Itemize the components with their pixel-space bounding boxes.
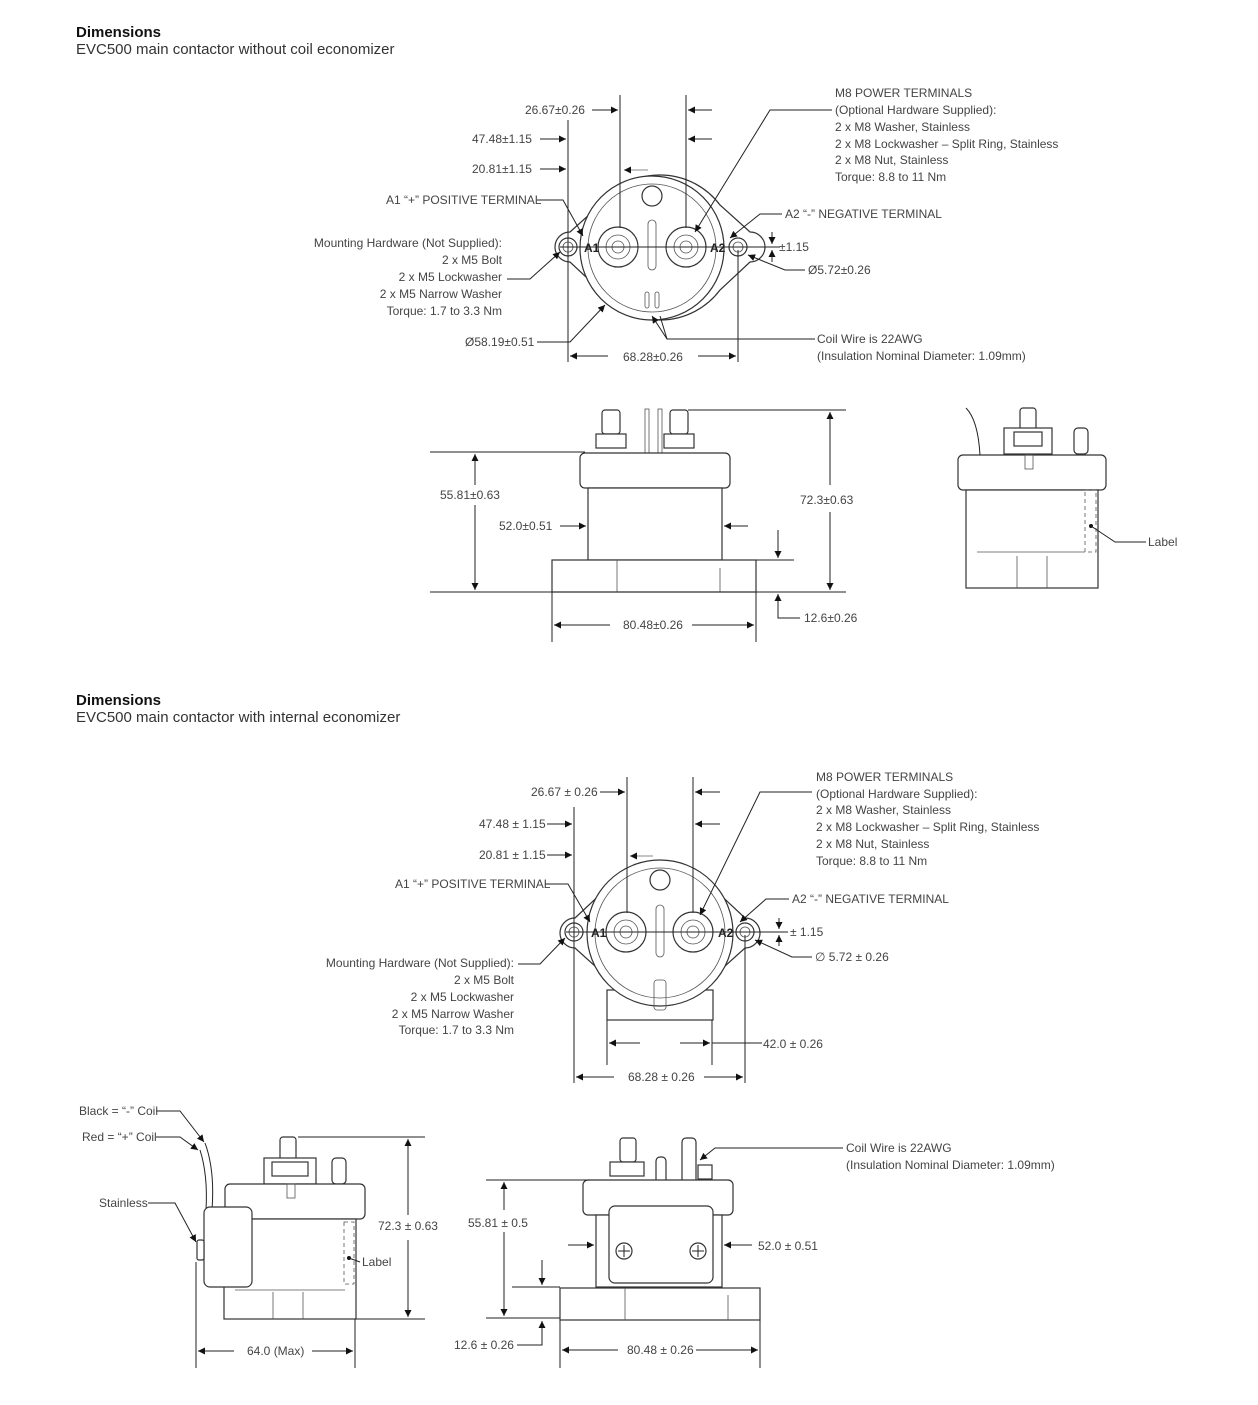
note-line: (Optional Hardware Supplied): <box>816 787 977 801</box>
s1-dim-height-body: 55.81±0.63 <box>440 488 500 502</box>
section2-title: Dimensions <box>76 692 162 709</box>
note-line: Torque: 1.7 to 3.3 Nm <box>387 304 502 318</box>
s2-dim-base-width: 80.48 ± 0.26 <box>627 1343 694 1357</box>
note-line: Mounting Hardware (Not Supplied): <box>326 956 514 970</box>
s2-side-label: Label <box>362 1255 391 1269</box>
s2-mounting-hardware-note: Mounting Hardware (Not Supplied): 2 x M5… <box>326 956 515 1037</box>
section1-header: Dimensions EVC500 main contactor without… <box>76 24 395 58</box>
s2-a1-text: A1 <box>591 926 607 940</box>
s1-side-view: Label <box>957 407 1177 589</box>
s1-front-view: 55.81±0.63 52.0±0.51 72.3±0.63 12.6±0.26… <box>430 408 858 642</box>
s1-coil-wire-2: (Insulation Nominal Diameter: 1.09mm) <box>817 349 1026 363</box>
note-line: 2 x M8 Washer, Stainless <box>835 120 970 134</box>
s1-dim-terminal-spacing: 26.67±0.26 <box>525 103 585 117</box>
s2-top-view: A1 A2 26.67 ± 0.26 47.48 ± 1.15 20.81 ± … <box>326 770 1040 1084</box>
s1-a2-text: A2 <box>710 241 726 255</box>
s2-a2-text: A2 <box>718 926 734 940</box>
s1-dim-a: 47.48±1.15 <box>472 132 532 146</box>
s1-a1-text: A1 <box>584 241 600 255</box>
s1-dim-base-width: 80.48±0.26 <box>623 618 683 632</box>
s2-dim-base-height: 12.6 ± 0.26 <box>454 1338 514 1352</box>
s1-dim-width: 68.28±0.26 <box>623 350 683 364</box>
s2-dim-terminal-spacing: 26.67 ± 0.26 <box>531 785 598 799</box>
section1-subtitle: EVC500 main contactor without coil econo… <box>76 41 395 58</box>
s2-dim-max-width: 64.0 (Max) <box>247 1344 304 1358</box>
s1-side-label: Label <box>1148 535 1177 549</box>
s1-side-body <box>965 489 1099 589</box>
note-line: 2 x M8 Washer, Stainless <box>816 803 951 817</box>
s1-front-body <box>587 487 723 561</box>
s1-dim-diameter: Ø58.19±0.51 <box>465 335 535 349</box>
s1-dim-tol: ±1.15 <box>779 240 809 254</box>
s2-a2-label: A2 “-” NEGATIVE TERMINAL <box>792 892 949 906</box>
s1-a2-label: A2 “-” NEGATIVE TERMINAL <box>785 207 942 221</box>
s2-side-economizer <box>203 1206 253 1288</box>
s2-coil-wire-1: Coil Wire is 22AWG <box>846 1141 952 1155</box>
s2-dim-econ-width: 42.0 ± 0.26 <box>763 1037 823 1051</box>
s2-coil-wire-2: (Insulation Nominal Diameter: 1.09mm) <box>846 1158 1055 1172</box>
s2-dim-b: 20.81 ± 1.15 <box>479 848 546 862</box>
s1-nut-right <box>663 433 695 449</box>
s1-top-view: A1 A2 26.67±0.26 47.48±1.15 20.81±1.15 A… <box>314 86 1059 364</box>
note-line: 2 x M5 Narrow Washer <box>380 287 502 301</box>
s1-power-terminals-note: M8 POWER TERMINALS (Optional Hardware Su… <box>835 86 1058 184</box>
s1-front-base <box>551 559 757 593</box>
note-line: M8 POWER TERMINALS <box>835 86 972 100</box>
note-line: M8 POWER TERMINALS <box>816 770 953 784</box>
s2-dim-width: 68.28 ± 0.26 <box>628 1070 695 1084</box>
section1-title: Dimensions <box>76 24 162 41</box>
note-line: 2 x M8 Lockwasher – Split Ring, Stainles… <box>835 137 1058 151</box>
s2-power-terminals-note: M8 POWER TERMINALS (Optional Hardware Su… <box>816 770 1039 868</box>
s2-front-view: Coil Wire is 22AWG (Insulation Nominal D… <box>454 1137 1055 1368</box>
note-line: Torque: 1.7 to 3.3 Nm <box>399 1023 514 1037</box>
note-line: Torque: 8.8 to 11 Nm <box>835 170 946 184</box>
s2-black-coil: Black = “-” Coil <box>79 1104 158 1118</box>
note-line: 2 x M8 Lockwasher – Split Ring, Stainles… <box>816 820 1039 834</box>
note-line: Mounting Hardware (Not Supplied): <box>314 236 502 250</box>
note-line: 2 x M5 Lockwasher <box>411 990 514 1004</box>
s2-dim-tol: ± 1.15 <box>790 925 824 939</box>
s1-dim-b: 20.81±1.15 <box>472 162 532 176</box>
note-line: 2 x M5 Bolt <box>454 973 515 987</box>
note-line: 2 x M8 Nut, Stainless <box>835 153 948 167</box>
s1-front-cap <box>579 452 731 489</box>
s2-dim-hole: ∅ 5.72 ± 0.26 <box>815 950 889 964</box>
section2-header: Dimensions EVC500 main contactor with in… <box>76 692 400 726</box>
note-line: (Optional Hardware Supplied): <box>835 103 996 117</box>
s1-dim-height-total: 72.3±0.63 <box>800 493 854 507</box>
s1-coil-wire-1: Coil Wire is 22AWG <box>817 332 923 346</box>
s2-red-coil: Red = “+” Coil <box>82 1130 157 1144</box>
s2-dim-a: 47.48 ± 1.15 <box>479 817 546 831</box>
screw-icon <box>615 1242 633 1260</box>
s2-dim-body-width: 52.0 ± 0.51 <box>758 1239 818 1253</box>
s2-top-body <box>586 859 734 1007</box>
s1-mounting-hardware-note: Mounting Hardware (Not Supplied): 2 x M5… <box>314 236 503 318</box>
note-line: 2 x M5 Lockwasher <box>399 270 502 284</box>
s2-side-view: Black = “-” Coil Red = “+” Coil Stainles… <box>79 1104 438 1368</box>
s1-dim-base-height: 12.6±0.26 <box>804 611 858 625</box>
s2-front-economizer <box>608 1205 714 1284</box>
s2-a1-label: A1 “+” POSITIVE TERMINAL <box>395 877 551 891</box>
note-line: Torque: 8.8 to 11 Nm <box>816 854 927 868</box>
s1-stud-right <box>669 409 689 435</box>
s1-dim-hole: Ø5.72±0.26 <box>808 263 871 277</box>
s1-a1-label: A1 “+” POSITIVE TERMINAL <box>386 193 542 207</box>
s2-front-base <box>559 1287 761 1321</box>
s1-top-vent <box>641 185 663 207</box>
note-line: 2 x M5 Bolt <box>442 253 503 267</box>
note-line: 2 x M5 Narrow Washer <box>392 1007 514 1021</box>
section2-subtitle: EVC500 main contactor with internal econ… <box>76 709 401 726</box>
s1-nut-left <box>595 433 627 449</box>
s2-dim-height-total: 72.3 ± 0.63 <box>378 1219 438 1233</box>
s1-stud-left <box>601 409 621 435</box>
s2-stainless: Stainless <box>99 1196 148 1210</box>
s2-dim-height-body: 55.81 ± 0.5 <box>468 1216 528 1230</box>
s1-side-wire <box>965 407 981 456</box>
note-line: 2 x M8 Nut, Stainless <box>816 837 929 851</box>
screw-icon <box>689 1242 707 1260</box>
s1-dim-body-width: 52.0±0.51 <box>499 519 553 533</box>
